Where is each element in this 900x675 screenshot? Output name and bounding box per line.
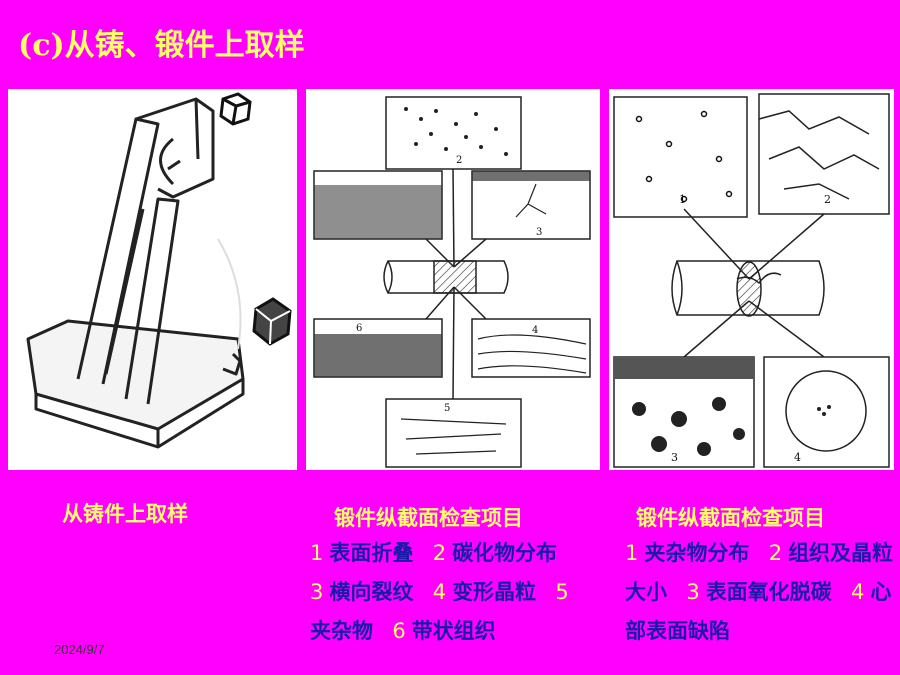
casting-sampling-figure	[8, 89, 297, 470]
fig-label-4: 4	[532, 325, 538, 336]
micro-view-core	[763, 356, 890, 468]
forging-diagram-1: 2 3 4 5 6	[313, 96, 591, 468]
fig-label-3: 3	[536, 227, 542, 238]
fig-label-2: 2	[456, 155, 462, 166]
forging-caption-1: 锻件纵截面检查项目	[334, 506, 523, 530]
casting-caption: 从铸件上取样	[62, 502, 188, 526]
forging-diagram-2: 1 2 3 4	[613, 93, 890, 468]
list-item: 5夹杂物	[310, 580, 569, 643]
sample-cube-right	[252, 297, 292, 346]
casting-drawing	[26, 92, 292, 449]
forging-section-figure-2: 1 2 3 4	[609, 89, 894, 470]
specimen-cylinder-2	[671, 260, 825, 316]
slide-title: (c)从铸、锻件上取样	[18, 28, 305, 63]
micro-view-inclusions	[613, 96, 748, 218]
micro-view-grain	[471, 318, 591, 378]
sample-cube-top	[219, 92, 252, 126]
fig-label-6: 6	[356, 323, 362, 334]
micro-view-inclusion	[385, 398, 522, 468]
slide-date: 2024/9/7	[54, 642, 105, 657]
fig-label-p3-1: 1	[679, 193, 686, 206]
fig-label-p3-3: 3	[671, 451, 678, 464]
forging-section-figure-1: 2 3 4 5 6	[306, 89, 600, 470]
fig-label-p3-4: 4	[794, 451, 801, 464]
fig-label-p3-2: 2	[824, 193, 831, 206]
forging-caption-2: 锻件纵截面检查项目	[636, 506, 825, 530]
fig-label-5: 5	[444, 403, 450, 414]
specimen-cylinder	[383, 260, 509, 294]
